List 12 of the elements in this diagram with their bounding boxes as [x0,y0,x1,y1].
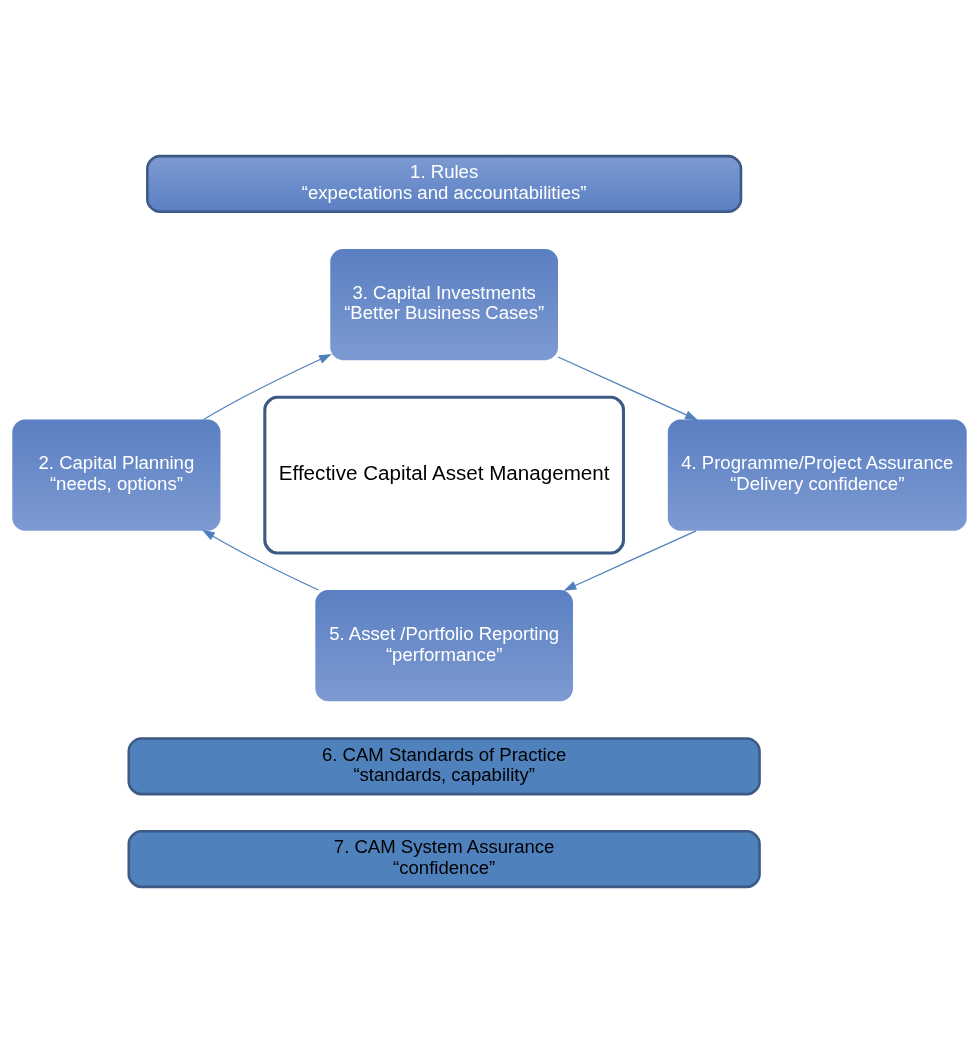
node-box: 3. Capital Investments “Better Business Cases” [330,248,559,360]
node-box: 2. Capital Planning “needs, options” [12,418,221,531]
arrow [563,529,697,591]
arrow [202,529,320,591]
node-box: 4. Programme/Project Assurance “Delivery confidence” [667,418,967,531]
arrow [203,353,332,420]
node-box: 5. Asset /Portfolio Reporting “performance” [315,589,573,701]
arrow [557,355,698,420]
node-box: Effective Capital Asset Management [263,395,626,554]
node-box: 7. CAM System Assurance “confidence” [127,829,761,888]
node-box: 6. CAM Standards of Practice “standards, capability” [127,736,761,795]
node-box: 1. Rules “expectations and accountabilities” [146,154,743,213]
